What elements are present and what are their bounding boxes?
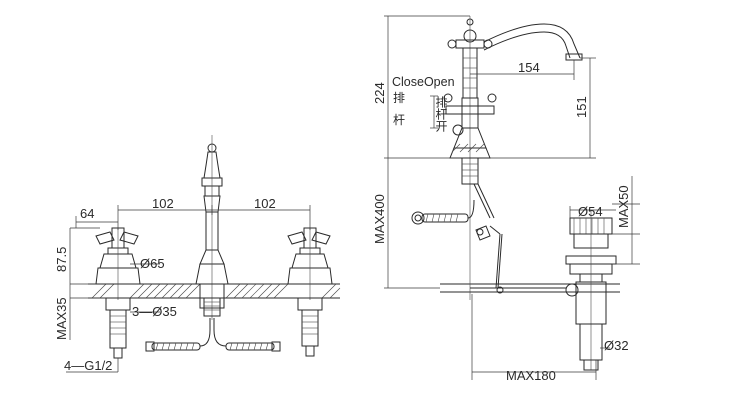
dim-handle-width: 64 [80, 206, 94, 221]
right-handle [287, 227, 333, 357]
dim-spout-reach: 154 [518, 60, 540, 75]
dim-spacing-left: 102 [152, 196, 174, 211]
dim-hole-diameter: 3—Ø35 [132, 304, 177, 319]
front-view: 102 102 64 Ø65 3—Ø35 4—G1/2 87.5 MAX35 [54, 135, 341, 373]
dim-drain-max-length: MAX180 [506, 368, 556, 383]
dim-spout-height: 151 [574, 96, 589, 118]
front-dimensions [66, 205, 311, 373]
countertop [88, 283, 341, 299]
label-close-open: CloseOpen [392, 75, 455, 89]
label-pai: 排 [393, 91, 405, 105]
side-view: 224 MAX400 154 151 CloseOpen 排 杆 排杆开 [372, 15, 620, 300]
dim-spacing-right: 102 [254, 196, 276, 211]
dim-max-deck: MAX35 [54, 297, 69, 340]
left-handle [95, 227, 141, 359]
dim-drain-diameter-top: Ø54 [578, 204, 603, 219]
dim-handle-height: 87.5 [54, 247, 69, 272]
dim-max-hose: MAX400 [372, 194, 387, 244]
dim-height-total: 224 [372, 82, 387, 104]
spout-body-front [195, 135, 229, 320]
dim-drain-max-top: MAX50 [616, 185, 631, 228]
side-dimensions [384, 15, 596, 289]
label-pai-gan-kai: 排杆开 [434, 96, 448, 132]
dim-drain-diameter-bottom: Ø32 [604, 338, 629, 353]
dim-thread: 4—G1/2 [64, 358, 112, 373]
label-gan: 杆 [393, 113, 405, 127]
spout-body-side [443, 16, 583, 300]
dim-base-diameter: Ø65 [140, 256, 165, 271]
drain-view: Ø54 MAX50 Ø32 MAX180 [470, 176, 640, 383]
hose-side [411, 199, 475, 225]
hoses-front [145, 318, 281, 352]
